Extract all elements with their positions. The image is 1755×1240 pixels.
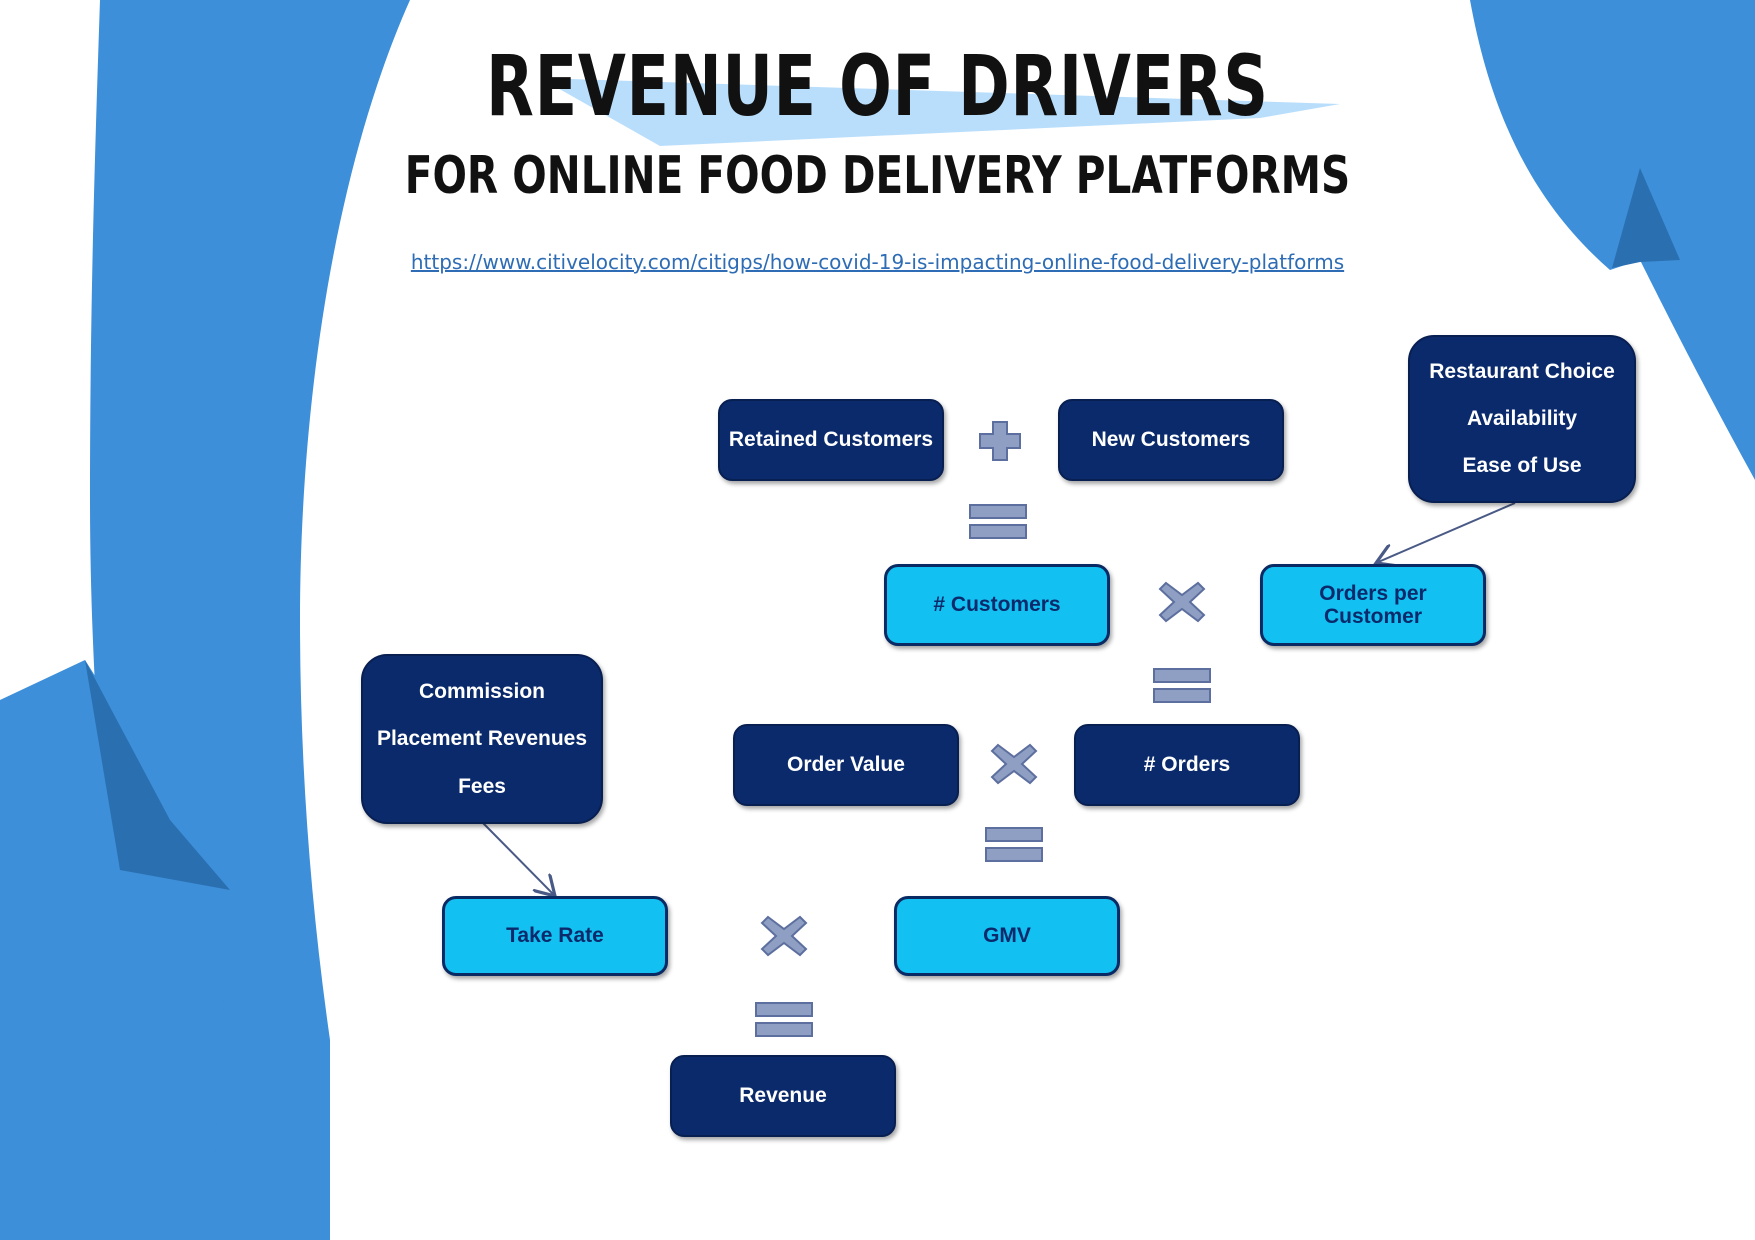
- driver-availability: Availability: [1466, 407, 1578, 430]
- retained-customers-box: Retained Customers: [718, 399, 944, 481]
- times-operator-orders: [1158, 581, 1206, 623]
- driver-placement-revenues: Placement Revenues: [376, 727, 588, 750]
- customers-count-box: # Customers: [884, 564, 1110, 646]
- times-operator-revenue: [760, 915, 808, 957]
- new-customers-box: New Customers: [1058, 399, 1284, 481]
- order-value-box: Order Value: [733, 724, 959, 806]
- equals-operator-orders: [1153, 668, 1211, 703]
- driver-fees: Fees: [458, 774, 506, 798]
- gmv-box: GMV: [894, 896, 1120, 976]
- take-rate-box: Take Rate: [442, 896, 668, 976]
- left-bottom-ribbon: [0, 660, 230, 1240]
- right-fold: [1612, 168, 1680, 268]
- driver-commission: Commission: [418, 679, 546, 703]
- plus-operator: [979, 421, 1021, 461]
- driver-restaurant-choice: Restaurant Choice: [1429, 360, 1615, 383]
- orders-per-customer-drivers-box: Restaurant Choice Availability Ease of U…: [1408, 335, 1636, 503]
- source-link[interactable]: https://www.citivelocity.com/citigps/how…: [410, 250, 1345, 274]
- orders-per-customer-box: Orders per Customer: [1260, 564, 1486, 646]
- times-operator-gmv: [990, 743, 1038, 785]
- title-highlight: [540, 78, 1340, 146]
- take-rate-drivers-box: Commission Placement Revenues Fees: [361, 654, 603, 824]
- left-fold: [85, 660, 230, 890]
- arrow-to-orders-per-customer: [1376, 502, 1516, 563]
- page-subtitle: FOR ONLINE FOOD DELIVERY PLATFORMS: [404, 146, 1351, 206]
- driver-ease-of-use: Ease of Use: [1462, 454, 1582, 477]
- arrow-to-take-rate: [482, 822, 555, 896]
- equals-operator-gmv: [985, 827, 1043, 862]
- right-top-ribbon: [1470, 0, 1755, 480]
- page-title: REVENUE OF DRIVERS: [486, 37, 1269, 135]
- equals-operator-customers: [969, 504, 1027, 539]
- revenue-box: Revenue: [670, 1055, 896, 1137]
- equals-operator-revenue: [755, 1002, 813, 1037]
- orders-count-box: # Orders: [1074, 724, 1300, 806]
